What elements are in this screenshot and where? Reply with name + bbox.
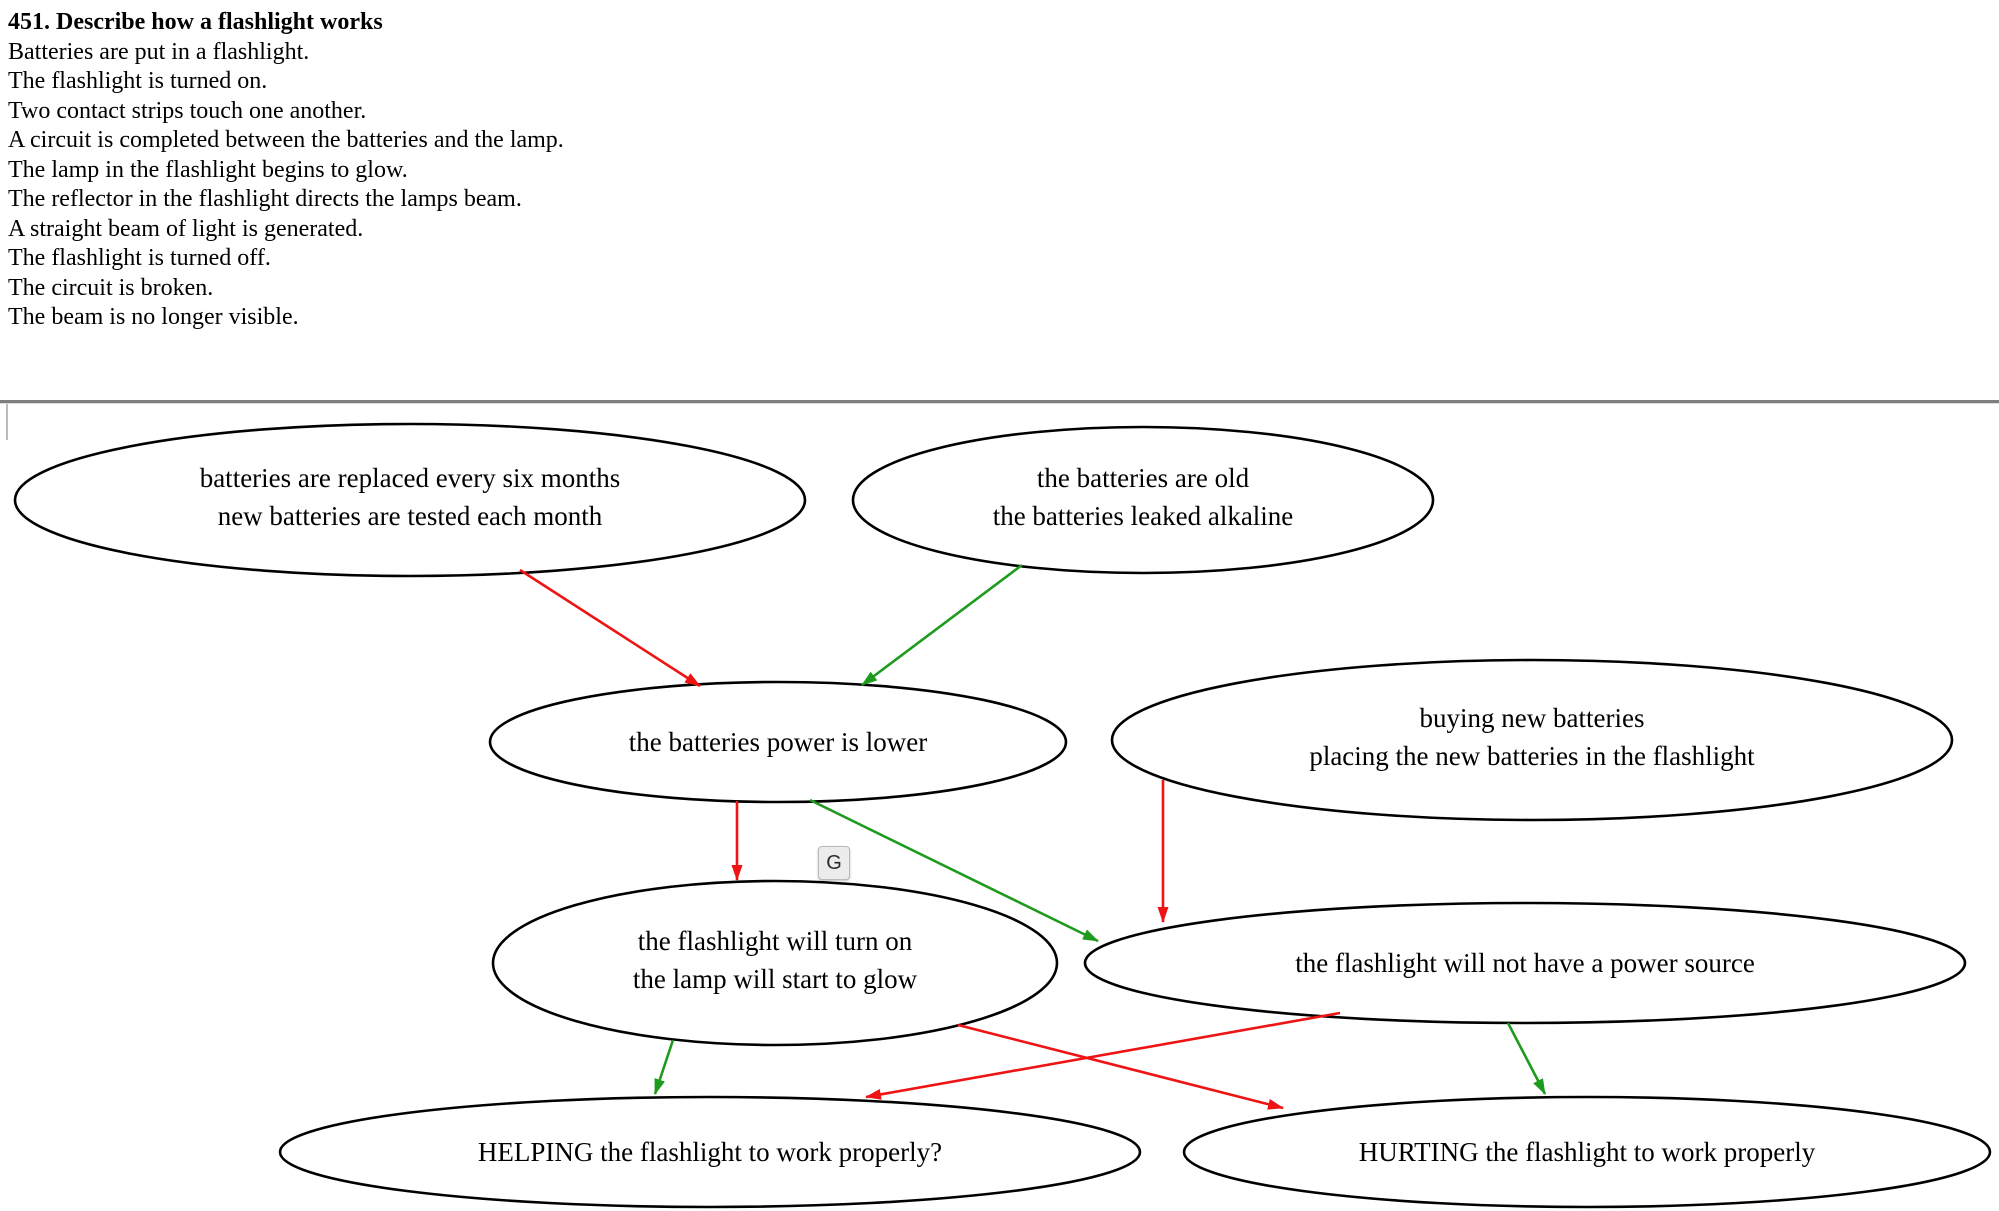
node-label: HURTING the flashlight to work properly [1359,1137,1816,1167]
node-ellipse [1182,1095,1992,1209]
node-label: HELPING the flashlight to work properly? [478,1137,942,1167]
statement-line: The flashlight is turned on. [8,68,268,94]
node-label: the flashlight will not have a power sou… [1295,948,1755,978]
edge-no-power-source-to-helping [865,1011,1341,1100]
problem-title: 451. Describe how a flashlight works [8,9,383,35]
statement-line: A circuit is completed between the batte… [8,127,564,153]
statement-line: The beam is no longer visible. [8,304,299,330]
edge-no-power-source-to-hurting [1506,1022,1547,1095]
node-hurting: HURTING the flashlight to work properly [1182,1095,1992,1209]
edge-turn-on-to-helping [653,1039,675,1095]
problem-statements: Batteries are put in a flashlight. The fl… [8,38,564,333]
divider [0,400,1999,404]
node-ellipse [488,680,1068,804]
node-ellipse [491,879,1059,1047]
node-ellipse [1110,658,1954,822]
statement-line: Two contact strips touch one another. [8,97,367,124]
node-no-power-source: the flashlight will not have a power sou… [1083,901,1967,1025]
edge-power-lower-to-no-power-source [809,798,1099,943]
frame-corner-mark [6,404,8,440]
statement-line: A straight beam of light is generated. [8,215,364,242]
problem-text: 451. Describe how a flashlight works Bat… [8,8,564,333]
node-ellipse [851,425,1435,575]
keyboard-hint-badge: G [818,846,850,880]
statement-line: The reflector in the flashlight directs … [8,186,522,212]
node-ellipse [278,1095,1142,1209]
node-ellipse [1083,901,1967,1025]
edge-replace-batteries-to-power-lower [519,568,701,688]
statement-line: The circuit is broken. [8,274,214,301]
node-ellipse [13,422,807,578]
statement-line: The flashlight is turned off. [8,245,271,271]
node-helping: HELPING the flashlight to work properly? [278,1095,1142,1209]
statement-line: The lamp in the flashlight begins to glo… [8,156,408,183]
statement-line: Batteries are put in a flashlight. [8,38,310,65]
edge-old-batteries-to-power-lower [861,563,1023,687]
node-power-lower: the batteries power is lower [488,680,1068,804]
node-label: the batteries power is lower [629,727,927,757]
edge-turn-on-to-hurting [957,1023,1284,1110]
